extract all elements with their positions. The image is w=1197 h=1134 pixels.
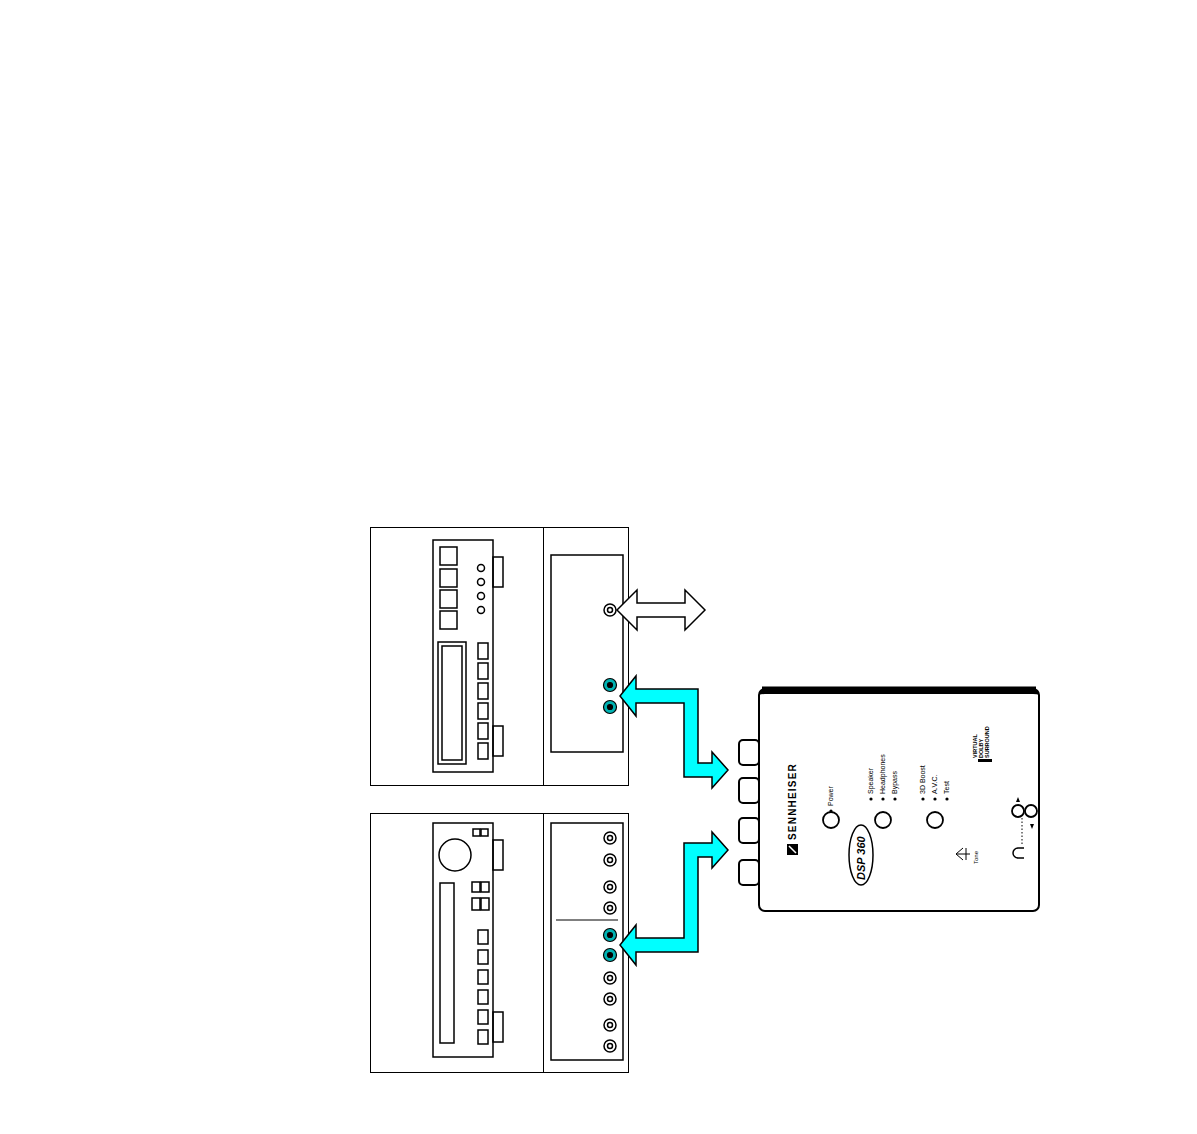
signal-arrow [620, 676, 728, 788]
lower-panel-frame [371, 814, 629, 1073]
processor-unit: SENNHEISER Power Speaker Headphones Bypass 3D… [758, 688, 1040, 912]
control-label: Power [827, 786, 835, 806]
control-label: A.V.C. [931, 774, 939, 794]
cd-player-rear-panel [551, 555, 623, 752]
signal-arrow [620, 832, 728, 965]
upper-panel-frame [371, 528, 629, 786]
control-label: Tone [973, 851, 980, 864]
control-label: Bypass [891, 771, 899, 794]
control-label: Headphones [879, 754, 887, 794]
receiver-front [433, 823, 503, 1057]
receiver-rear-panel [551, 823, 623, 1060]
control-label: Test [943, 781, 951, 794]
processor-jacks [739, 740, 759, 885]
cd-player-front [433, 540, 503, 772]
panel-controls [760, 686, 1042, 910]
control-label: VIRTUAL DOLBY SURROUND [972, 718, 990, 758]
receiver-input-jacks [604, 929, 617, 962]
control-label: Speaker [867, 768, 875, 794]
control-label: DSP 360 [855, 836, 867, 880]
cd-output-jacks [604, 679, 617, 714]
brand-name: SENNHEISER [787, 763, 798, 840]
bidirectional-arrow [617, 590, 705, 630]
control-label: 3D Boost [919, 765, 927, 794]
